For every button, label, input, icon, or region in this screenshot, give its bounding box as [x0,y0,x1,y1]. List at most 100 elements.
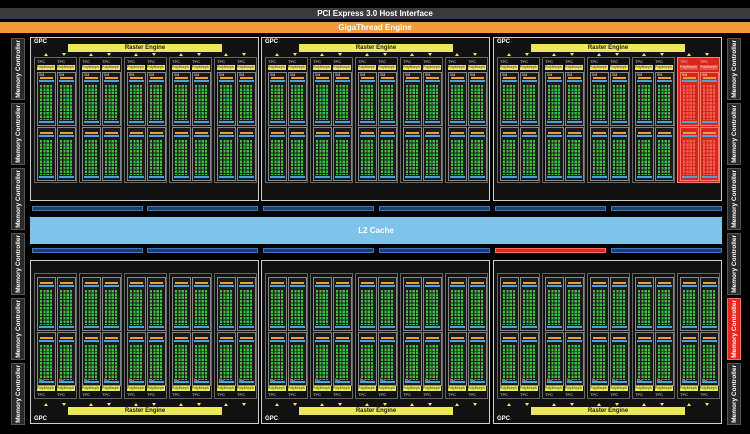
load-store-bar [290,176,305,178]
memory-controller-label: Memory Controller [14,235,22,293]
sm-label: SM [335,378,341,382]
tpc-label: TPC [423,392,431,397]
cuda-core-array [150,344,163,380]
cuda-core-array [548,139,561,175]
load-store-bar [315,381,330,383]
tpc-label: TPC [655,59,663,64]
sm: SM [127,72,146,126]
cuda-core-array [60,289,73,325]
instruction-cache-bar [40,132,53,134]
bus-arrow [179,403,183,406]
register-file-bar [380,340,395,342]
instruction-cache-bar [381,77,394,79]
register-file-bar [39,340,54,342]
cuda-core-array [60,84,73,120]
instruction-cache-bar [703,282,716,284]
cuda-core-array [361,84,374,120]
polymorph-engine: PolyMorph Engine [565,65,583,70]
load-store-bar [270,326,285,328]
tpc-label: TPC [545,392,553,397]
instruction-cache-bar [381,337,394,339]
bus-arrow [687,403,691,406]
register-file-bar [219,80,234,82]
register-file-bar [239,80,254,82]
bus-arrow [660,53,664,56]
register-file-bar [547,135,562,137]
cuda-core-array [406,139,419,175]
load-store-bar [149,381,164,383]
memory-controller-label: Memory Controller [14,170,22,228]
register-file-bar [129,135,144,137]
instruction-cache-bar [613,77,626,79]
sm [237,277,256,331]
polymorph-engine: PolyMorph Engine [37,65,55,70]
tpc-label: TPC [358,392,366,397]
load-store-bar [380,381,395,383]
sm-label: SM [612,73,618,77]
bus-arrow [365,53,369,56]
polymorph-engine: PolyMorph Engine [37,386,55,391]
load-store-bar [104,176,119,178]
sm [358,277,377,331]
polymorph-engine: PolyMorph Engine [468,65,486,70]
register-file-bar [149,135,164,137]
load-store-bar [702,121,717,123]
register-file-bar [84,135,99,137]
polymorph-engine: PolyMorph Engine [127,386,145,391]
sm [655,277,674,331]
load-store-bar [502,326,517,328]
register-file-bar [450,340,465,342]
cuda-core-array [471,289,484,325]
sm-label: SM [592,73,598,77]
load-store-bar [219,121,234,123]
instruction-cache-bar [658,132,671,134]
sm-label: SM [502,378,508,382]
cuda-core-array [593,139,606,175]
cuda-core-array [271,344,284,380]
sm [423,127,442,181]
load-store-bar [702,381,717,383]
cuda-core-array [130,344,143,380]
memory-controller-label: Memory Controller [730,105,738,163]
gpc-label: GPC [265,39,279,45]
bus-arrow [570,53,574,56]
sm: SM [358,332,377,386]
polymorph-engine: PolyMorph Engine [500,65,518,70]
tpc-label: TPC [217,59,225,64]
sm: SM [127,332,146,386]
register-file-bar [425,285,440,287]
instruction-cache-bar [150,132,163,134]
register-file-bar [194,340,209,342]
sm: SM [545,332,564,386]
register-file-bar [239,340,254,342]
sm: SM [82,72,101,126]
tpc-label: TPC [82,59,90,64]
instruction-cache-bar [426,282,439,284]
bus-arrow [62,403,66,406]
gigathread-engine-bar: GigaThread Engine [0,22,750,33]
instruction-cache-bar [613,282,626,284]
sm-label: SM [174,73,180,77]
sm: SM [57,72,76,126]
register-file-bar [637,135,652,137]
sm-label: SM [425,73,431,77]
memory-bus-bar [147,248,258,253]
polymorph-engine: PolyMorph Engine [403,65,421,70]
polymorph-engine: PolyMorph Engine [545,65,563,70]
load-store-bar [174,381,189,383]
bus-arrow [642,53,646,56]
bus-arrow [320,403,324,406]
sm [448,277,467,331]
sm [565,277,584,331]
register-file-bar [637,80,652,82]
gpc-label: GPC [497,39,511,45]
bus-arrow [293,53,297,56]
load-store-bar [315,121,330,123]
sm-label: SM [84,378,90,382]
polymorph-engine: PolyMorph Engine [610,65,628,70]
load-store-bar [239,381,254,383]
instruction-cache-bar [548,282,561,284]
